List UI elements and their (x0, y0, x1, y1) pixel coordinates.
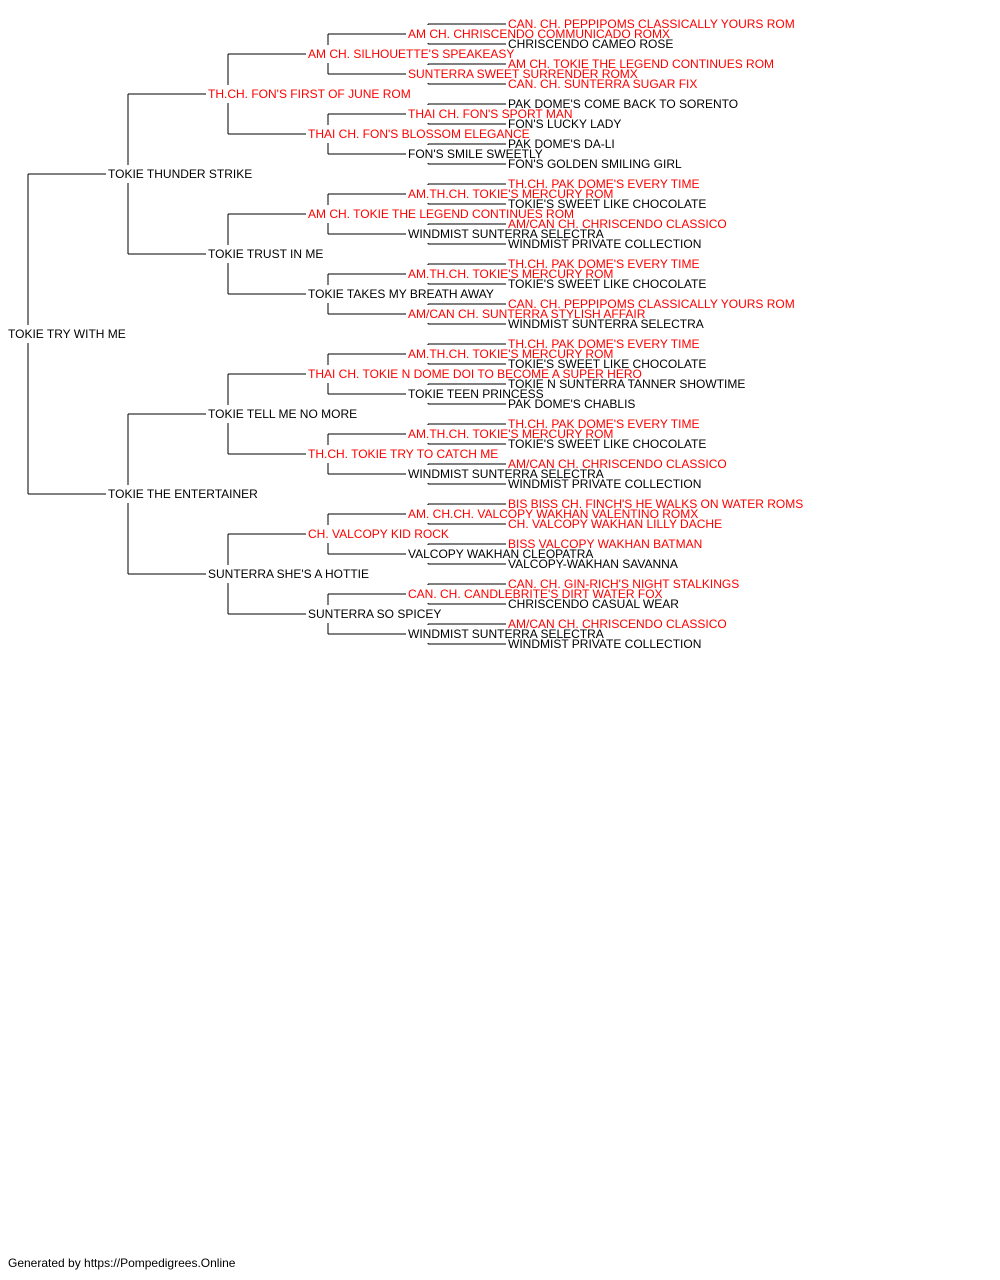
dog-name-gen4: FON'S SMILE SWEETLY (408, 147, 543, 161)
dog-name-gen2: SUNTERRA SHE'S A HOTTIE (208, 567, 369, 581)
dog-name-gen4: THAI CH. FON'S SPORT MAN (408, 107, 573, 121)
dog-name-gen5: TOKIE'S SWEET LIKE CHOCOLATE (508, 197, 706, 211)
dog-name-gen5: WINDMIST PRIVATE COLLECTION (508, 477, 701, 491)
dog-name-gen5: PAK DOME'S COME BACK TO SORENTO (508, 97, 738, 111)
dog-name-gen5: CAN. CH. SUNTERRA SUGAR FIX (508, 77, 697, 91)
dog-name-gen4: AM.TH.CH. TOKIE'S MERCURY ROM (408, 427, 613, 441)
dog-name-gen4: AM.TH.CH. TOKIE'S MERCURY ROM (408, 347, 613, 361)
dog-name-gen4: AM CH. CHRISCENDO COMMUNICADO ROMX (408, 27, 670, 41)
dog-name-gen0: TOKIE TRY WITH ME (8, 327, 126, 341)
dog-name-gen4: WINDMIST SUNTERRA SELECTRA (408, 467, 604, 481)
dog-name-gen5: CAN. CH. PEPPIPOMS CLASSICALLY YOURS ROM (508, 17, 795, 31)
dog-name-gen2: TOKIE TRUST IN ME (208, 247, 323, 261)
dog-name-gen4: AM/CAN CH. SUNTERRA STYLISH AFFAIR (408, 307, 646, 321)
dog-name-gen5: CHRISCENDO CAMEO ROSE (508, 37, 673, 51)
dog-name-gen5: TOKIE'S SWEET LIKE CHOCOLATE (508, 277, 706, 291)
dog-name-gen3: TH.CH. TOKIE TRY TO CATCH ME (308, 447, 498, 461)
dog-name-gen5: VALCOPY-WAKHAN SAVANNA (508, 557, 678, 571)
dog-name-gen4: WINDMIST SUNTERRA SELECTRA (408, 627, 604, 641)
dog-name-gen5: PAK DOME'S DA-LI (508, 137, 615, 151)
dog-name-gen2: TH.CH. FON'S FIRST OF JUNE ROM (208, 87, 411, 101)
dog-name-gen5: AM/CAN CH. CHRISCENDO CLASSICO (508, 617, 727, 631)
dog-name-gen3: THAI CH. TOKIE N DOME DOI TO BECOME A SU… (308, 367, 642, 381)
dog-name-gen4: AM.TH.CH. TOKIE'S MERCURY ROM (408, 187, 613, 201)
dog-name-gen5: TOKIE N SUNTERRA TANNER SHOWTIME (508, 377, 745, 391)
dog-name-gen3: AM CH. TOKIE THE LEGEND CONTINUES ROM (308, 207, 574, 221)
dog-name-gen3: AM CH. SILHOUETTE'S SPEAKEASY (308, 47, 514, 61)
dog-name-gen5: BIS BISS CH. FINCH'S HE WALKS ON WATER R… (508, 497, 803, 511)
dog-name-gen3: THAI CH. FON'S BLOSSOM ELEGANCE (308, 127, 530, 141)
dog-name-gen4: AM. CH.CH. VALCOPY WAKHAN VALENTINO ROMX (408, 507, 698, 521)
dog-name-gen5: AM CH. TOKIE THE LEGEND CONTINUES ROM (508, 57, 774, 71)
generator-credit: Generated by https://Pompedigrees.Online (8, 1256, 236, 1270)
dog-name-gen1: TOKIE THUNDER STRIKE (108, 167, 252, 181)
dog-name-gen3: SUNTERRA SO SPICEY (308, 607, 441, 621)
dog-name-gen5: TH.CH. PAK DOME'S EVERY TIME (508, 337, 699, 351)
dog-name-gen4: VALCOPY WAKHAN CLEOPATRA (408, 547, 593, 561)
dog-name-gen4: TOKIE TEEN PRINCESS (408, 387, 544, 401)
dog-name-gen5: CAN. CH. GIN-RICH'S NIGHT STALKINGS (508, 577, 739, 591)
dog-name-gen5: AM/CAN CH. CHRISCENDO CLASSICO (508, 457, 727, 471)
dog-name-gen1: TOKIE THE ENTERTAINER (108, 487, 258, 501)
dog-name-gen5: TH.CH. PAK DOME'S EVERY TIME (508, 177, 699, 191)
dog-name-gen5: WINDMIST SUNTERRA SELECTRA (508, 317, 704, 331)
dog-name-gen4: SUNTERRA SWEET SURRENDER ROMX (408, 67, 638, 81)
dog-name-gen5: TOKIE'S SWEET LIKE CHOCOLATE (508, 357, 706, 371)
dog-name-gen5: TOKIE'S SWEET LIKE CHOCOLATE (508, 437, 706, 451)
dog-name-gen3: CH. VALCOPY KID ROCK (308, 527, 449, 541)
dog-name-gen5: CAN. CH. PEPPIPOMS CLASSICALLY YOURS ROM (508, 297, 795, 311)
connector-lines (27, 23, 506, 645)
dog-name-gen5: BISS VALCOPY WAKHAN BATMAN (508, 537, 702, 551)
dog-name-gen5: AM/CAN CH. CHRISCENDO CLASSICO (508, 217, 727, 231)
dog-name-gen3: TOKIE TAKES MY BREATH AWAY (308, 287, 494, 301)
dog-name-gen4: AM.TH.CH. TOKIE'S MERCURY ROM (408, 267, 613, 281)
dog-name-gen5: WINDMIST PRIVATE COLLECTION (508, 637, 701, 651)
dog-name-gen5: TH.CH. PAK DOME'S EVERY TIME (508, 257, 699, 271)
dog-name-gen5: TH.CH. PAK DOME'S EVERY TIME (508, 417, 699, 431)
dog-name-gen5: PAK DOME'S CHABLIS (508, 397, 635, 411)
dog-name-gen5: WINDMIST PRIVATE COLLECTION (508, 237, 701, 251)
dog-name-gen4: WINDMIST SUNTERRA SELECTRA (408, 227, 604, 241)
dog-name-gen5: CH. VALCOPY WAKHAN LILLY DACHE (508, 517, 722, 531)
dog-name-gen5: FON'S LUCKY LADY (508, 117, 621, 131)
dog-name-gen5: FON'S GOLDEN SMILING GIRL (508, 157, 682, 171)
dog-name-gen5: CHRISCENDO CASUAL WEAR (508, 597, 679, 611)
dog-name-gen4: CAN. CH. CANDLEBRITE'S DIRT WATER FOX (408, 587, 663, 601)
dog-name-gen2: TOKIE TELL ME NO MORE (208, 407, 357, 421)
dog-names: TOKIE TRY WITH ME TOKIE THUNDER STRIKE TH.… (8, 17, 803, 651)
